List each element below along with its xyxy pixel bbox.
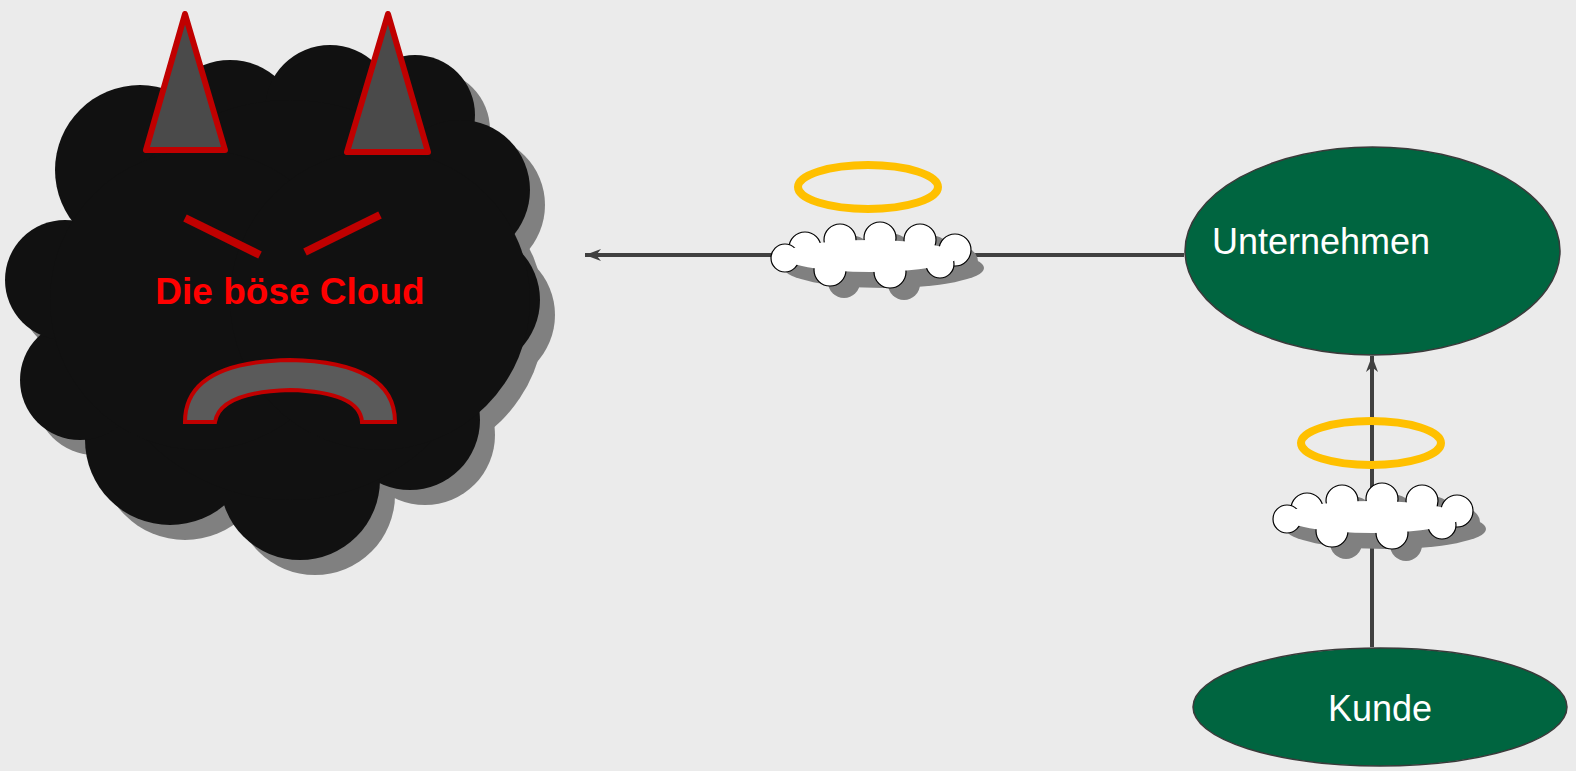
node-label: Unternehmen xyxy=(1212,221,1430,263)
customer-ellipse: Kunde xyxy=(1192,647,1568,767)
angel-cloud xyxy=(1273,421,1486,561)
angel-cloud xyxy=(771,165,984,300)
evil-cloud: Die böse Cloud xyxy=(0,0,585,580)
node-label: Die böse Cloud xyxy=(155,271,424,313)
node-label: Kunde xyxy=(1328,688,1432,730)
company-ellipse: Unternehmen xyxy=(1184,146,1561,356)
